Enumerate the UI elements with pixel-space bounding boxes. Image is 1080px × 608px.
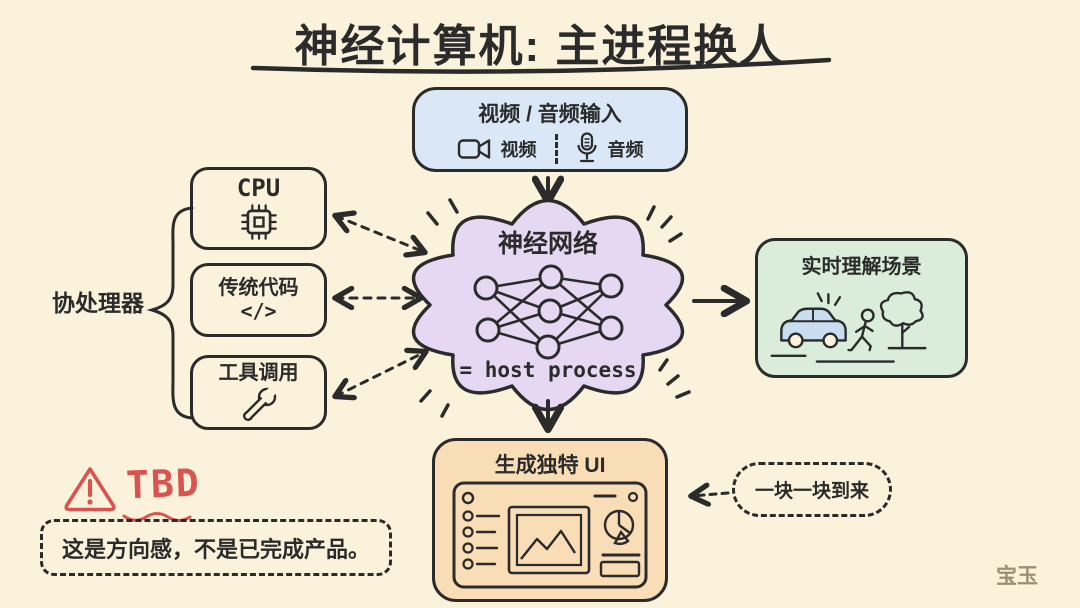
neural-network-diagram [473,264,624,360]
bar-widgets [599,553,641,578]
watermark: 宝玉 [996,565,1038,588]
scene-box: 实时理解场景 [755,238,968,378]
divider [554,133,558,164]
tbd-note-box: 这是方向感，不是已完成产品。 [40,519,392,576]
wrench-icon [242,385,278,421]
coprocessor-label: 协处理器 [52,290,144,316]
tools-label: 工具调用 [218,362,299,384]
warning-triangle-icon [64,467,116,512]
microphone-icon [576,132,597,163]
stream-note-label: 一块一块到来 [754,481,869,502]
title-underline [250,57,832,74]
sidebar-list [462,510,501,570]
page-title: 神经计算机: 主进程换人 [294,22,786,71]
ui-box: 生成独特 UI [432,438,668,602]
cpu-chip-icon [240,204,277,241]
ui-wireframe-mockup [452,481,648,589]
arrow-stream-to-ui [692,493,730,496]
input-box-row: 视频 音频 [457,132,644,165]
input-box: 视频 / 音频输入 视频 音频 [412,87,688,172]
car-icon [780,307,847,349]
tool-call-box: 工具调用 [190,355,327,430]
coprocessor-brace [146,206,194,420]
image-panel [507,505,591,575]
ground-lines [770,354,895,363]
sparkle-dashes [816,292,842,307]
input-box-title: 视频 / 音频输入 [478,103,622,126]
cloud-caption: = host process [459,358,637,382]
pedestrian-icon [847,308,875,352]
cpu-box: CPU [190,167,327,250]
stream-note-bubble: 一块一块到来 [732,462,892,517]
tree-icon [879,291,927,350]
code-brackets: </> [240,299,277,323]
cloud-title: 神经网络 [497,230,598,258]
video-camera-icon [457,138,490,159]
scene-illustration [770,291,927,363]
pie-chart-icon [603,509,635,545]
tbd-label: TBD [125,460,202,508]
window-dot-icon [461,491,475,505]
scene-box-title: 实时理解场景 [801,256,922,278]
ui-box-title: 生成独特 UI [494,454,606,477]
arrow-tools-cloud [336,352,425,396]
traditional-code-box: 传统代码 </> [190,263,327,337]
tbd-note-text: 这是方向感，不是已完成产品。 [61,536,370,562]
arrow-cpu-cloud [336,216,424,252]
code-label: 传统代码 [218,277,299,299]
video-label: 视频 [500,139,537,160]
cpu-label: CPU [236,173,281,202]
audio-label: 音频 [607,139,644,160]
